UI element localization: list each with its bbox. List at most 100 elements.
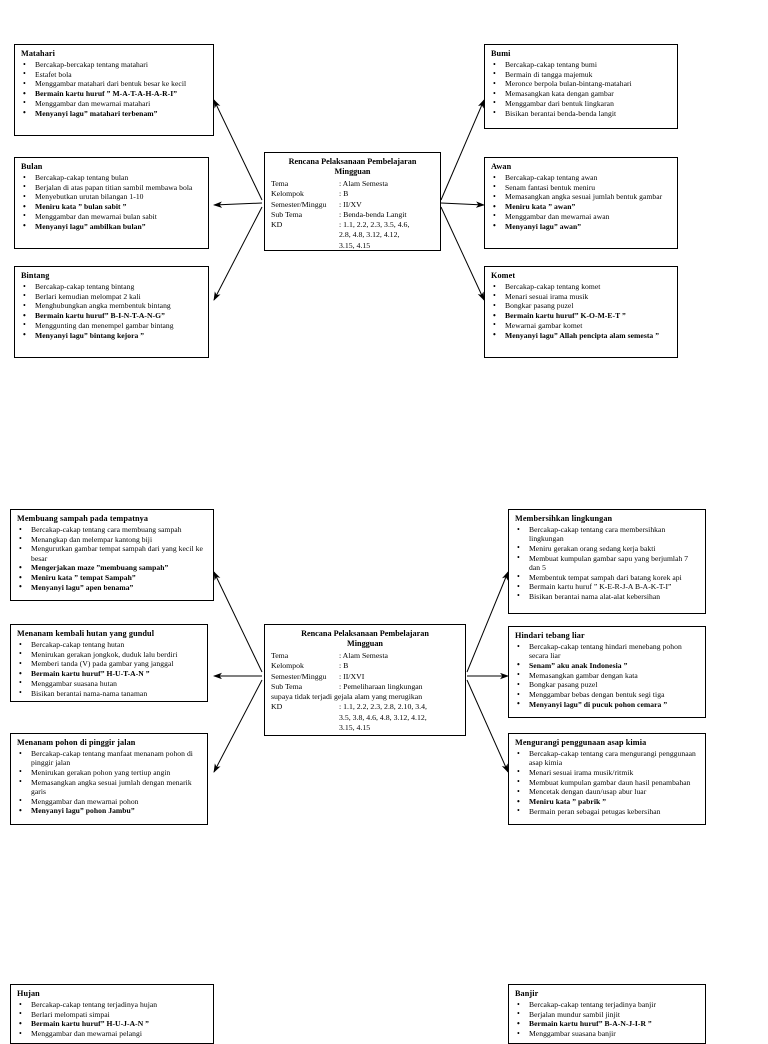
arrow-center-to-matahari bbox=[213, 99, 263, 201]
list-item: Berjalan di atas papan titian sambil mem… bbox=[21, 182, 202, 192]
list-item: Meniru kata ” bulan sabit ” bbox=[21, 202, 202, 212]
list-item: Membuat kumpulan gambar sapu yang berjum… bbox=[515, 553, 699, 572]
list-item: Mengerjakan maze ”membuang sampah” bbox=[17, 563, 207, 573]
rpp-key: Sub Tema bbox=[271, 209, 303, 219]
rpp-row-semester: Semester/Minggu : II/XVI bbox=[271, 672, 459, 682]
rpp-value: : B bbox=[339, 189, 349, 199]
node-item-list: Bercakap-cakap tentang cara membuang sam… bbox=[17, 524, 207, 592]
list-item: Bercakap-cakap tentang komet bbox=[491, 281, 671, 291]
list-item: Menyanyi lagu” di pucuk pohon cemara ” bbox=[515, 699, 699, 709]
list-item: Mewarnai gambar komet bbox=[491, 320, 671, 330]
list-item: Meniru kata ” pabrik ” bbox=[515, 797, 699, 807]
arrow-center-to-bumi bbox=[440, 99, 485, 201]
list-item: Menggambar dan mewarnai bulan sabit bbox=[21, 211, 202, 221]
list-item: Menggambar suasana banjir bbox=[515, 1029, 699, 1039]
node-banjir: Banjir Bercakap-cakap tentang terjadinya… bbox=[508, 984, 706, 1044]
list-item: Bercakap-cakap tentang cara membersihkan… bbox=[515, 524, 699, 543]
rpp-value: : Alam Semesta bbox=[339, 651, 388, 660]
list-item: Bermain kartu huruf” H-U-J-A-N ” bbox=[17, 1019, 207, 1029]
list-item: Menyanyi lagu” pohon Jambu” bbox=[17, 806, 201, 816]
rpp-heading-line2: Mingguan bbox=[347, 639, 383, 648]
node-matahari: Matahari Bercakap-bercakap tentang matah… bbox=[14, 44, 214, 136]
arrow-center-to-komet bbox=[440, 206, 485, 301]
node-membuang-sampah: Membuang sampah pada tempatnya Bercakap-… bbox=[10, 509, 214, 601]
rpp-heading-line1: Rencana Pelaksanaan Pembelajaran bbox=[288, 157, 417, 166]
list-item: Menyanyi lagu” ambilkan bulan” bbox=[21, 221, 202, 231]
list-item: Menyanyi lagu” bintang kejora ” bbox=[21, 330, 202, 340]
list-item: Menggunting dan menempel gambar bintang bbox=[21, 320, 202, 330]
list-item: Menggambar dan mewarnai pelangi bbox=[17, 1029, 207, 1039]
list-item: Menggambar bebas dengan bentuk segi tiga bbox=[515, 690, 699, 700]
list-item: Menangkap dan melempar kantong biji bbox=[17, 534, 207, 544]
list-item: Meniru gerakan orang sedang kerja bakti bbox=[515, 543, 699, 553]
rpp-key: KD bbox=[271, 702, 283, 712]
rpp-value: : II/XV bbox=[339, 199, 362, 209]
list-item: Memasangkan kata dengan gambar bbox=[491, 89, 671, 99]
arrow-center2-to-mengurangi-asap bbox=[466, 679, 509, 773]
rpp-row-kelompok: Kelompok : B bbox=[271, 189, 434, 199]
node-hindari-tebang-liar: Hindari tebang liar Bercakap-cakap tenta… bbox=[508, 626, 706, 718]
list-item: Bisikan berantai nama alat-alat kebersih… bbox=[515, 591, 699, 601]
rpp-value: : 1.1, 2.2, 2.3, 3.5, 4.6, bbox=[339, 220, 410, 230]
node-item-list: Bercakap-cakap tentang bintang Berlari k… bbox=[21, 281, 202, 340]
node-item-list: Bercakap-cakap tentang awan Senam fantas… bbox=[491, 172, 671, 231]
node-title: Menanam kembali hutan yang gundul bbox=[17, 629, 155, 638]
rpp-kd-continuation-1: 3.5, 3.8, 4.6, 4.8, 3.12, 4.12, bbox=[339, 712, 427, 722]
rpp-value: : B bbox=[339, 661, 349, 671]
list-item: Bercakap-cakap tentang hindari menebang … bbox=[515, 641, 699, 660]
node-item-list: Bercakap-cakap tentang bumi Bermain di t… bbox=[491, 59, 671, 118]
node-bumi: Bumi Bercakap-cakap tentang bumi Bermain… bbox=[484, 44, 678, 129]
node-mengurangi-asap-kimia: Mengurangi penggunaan asap kimia Bercaka… bbox=[508, 733, 706, 825]
node-title: Hujan bbox=[17, 989, 40, 998]
list-item: Meniru kata ” tempat Sampah” bbox=[17, 573, 207, 583]
node-item-list: Bercakap-cakap tentang hutan Menirukan g… bbox=[17, 639, 201, 698]
arrow-center2-to-menanam-pohon bbox=[213, 679, 263, 773]
node-menanam-kembali-hutan: Menanam kembali hutan yang gundul Bercak… bbox=[10, 624, 208, 702]
arrow-center2-to-membuang-sampah bbox=[213, 571, 263, 673]
list-item: Bercakap-cakap tentang bulan bbox=[21, 172, 202, 182]
list-item: Memasangkan gambar dengan kata bbox=[515, 670, 699, 680]
node-item-list: Bercakap-cakap tentang komet Menari sesu… bbox=[491, 281, 671, 340]
list-item: Menyanyi lagu” awan” bbox=[491, 221, 671, 231]
list-item: Menggambar matahari dari bentuk besar ke… bbox=[21, 79, 207, 89]
rpp-value: : Pemeliharaan lingkungan bbox=[339, 681, 423, 691]
node-item-list: Bercakap-cakap tentang terjadinya hujan … bbox=[17, 999, 207, 1039]
list-item: Menggambar dari bentuk lingkaran bbox=[491, 98, 671, 108]
rpp-row-tema: Tema : Alam Semesta bbox=[271, 651, 459, 661]
list-item: Menyebutkan urutan bilangan 1-10 bbox=[21, 192, 202, 202]
rpp-key: Sub Tema bbox=[271, 681, 303, 691]
node-bulan: Bulan Bercakap-cakap tentang bulan Berja… bbox=[14, 157, 209, 249]
rpp-key: KD bbox=[271, 220, 283, 230]
list-item: Menggambar suasana hutan bbox=[17, 678, 201, 688]
node-title: Mengurangi penggunaan asap kimia bbox=[515, 738, 647, 747]
rpp-value: : 1.1, 2.2, 2.3, 2.8, 2.10, 3.4, bbox=[339, 702, 427, 712]
node-title: Matahari bbox=[21, 49, 55, 58]
rpp-heading-line2: Mingguan bbox=[334, 167, 371, 176]
node-menanam-pohon-pinggir-jalan: Menanam pohon di pinggir jalan Bercakap-… bbox=[10, 733, 208, 825]
list-item: Senam fantasi bentuk meniru bbox=[491, 182, 671, 192]
list-item: Estafet bola bbox=[21, 69, 207, 79]
rpp-row-subtema: Sub Tema : Pemeliharaan lingkungan bbox=[271, 682, 459, 692]
list-item: Berjalan mundur sambil jinjit bbox=[515, 1009, 699, 1019]
rpp-key: Semester/Minggu bbox=[271, 671, 327, 681]
node-item-list: Bercakap-cakap tentang bulan Berjalan di… bbox=[21, 172, 202, 231]
list-item: Menggambar dan mewarnai awan bbox=[491, 211, 671, 221]
node-title: Menanam pohon di pinggir jalan bbox=[17, 738, 136, 747]
list-item: Bercakap-cakap tentang manfaat menanam p… bbox=[17, 748, 201, 767]
node-title: Bumi bbox=[491, 49, 511, 58]
rpp-key: Kelompok bbox=[271, 189, 304, 199]
node-membersihkan-lingkungan: Membersihkan lingkungan Bercakap-cakap t… bbox=[508, 509, 706, 614]
node-item-list: Bercakap-cakap tentang cara mengurangi p… bbox=[515, 748, 699, 816]
node-title: Hindari tebang liar bbox=[515, 631, 585, 640]
list-item: Menari sesuai irama musik bbox=[491, 291, 671, 301]
node-item-list: Bercakap-cakap tentang cara membersihkan… bbox=[515, 524, 699, 601]
rpp-row-semester: Semester/Minggu : II/XV bbox=[271, 200, 434, 210]
node-title: Banjir bbox=[515, 989, 539, 998]
list-item: Bermain peran sebagai petugas kebersihan bbox=[515, 806, 699, 816]
arrow-center-to-awan bbox=[440, 201, 485, 208]
node-item-list: Bercakap-cakap tentang hindari menebang … bbox=[515, 641, 699, 709]
list-item: Bermain kartu huruf” K-O-M-E-T ” bbox=[491, 311, 671, 321]
node-komet: Komet Bercakap-cakap tentang komet Menar… bbox=[484, 266, 678, 358]
node-item-list: Bercakap-cakap tentang terjadinya banjir… bbox=[515, 999, 699, 1039]
